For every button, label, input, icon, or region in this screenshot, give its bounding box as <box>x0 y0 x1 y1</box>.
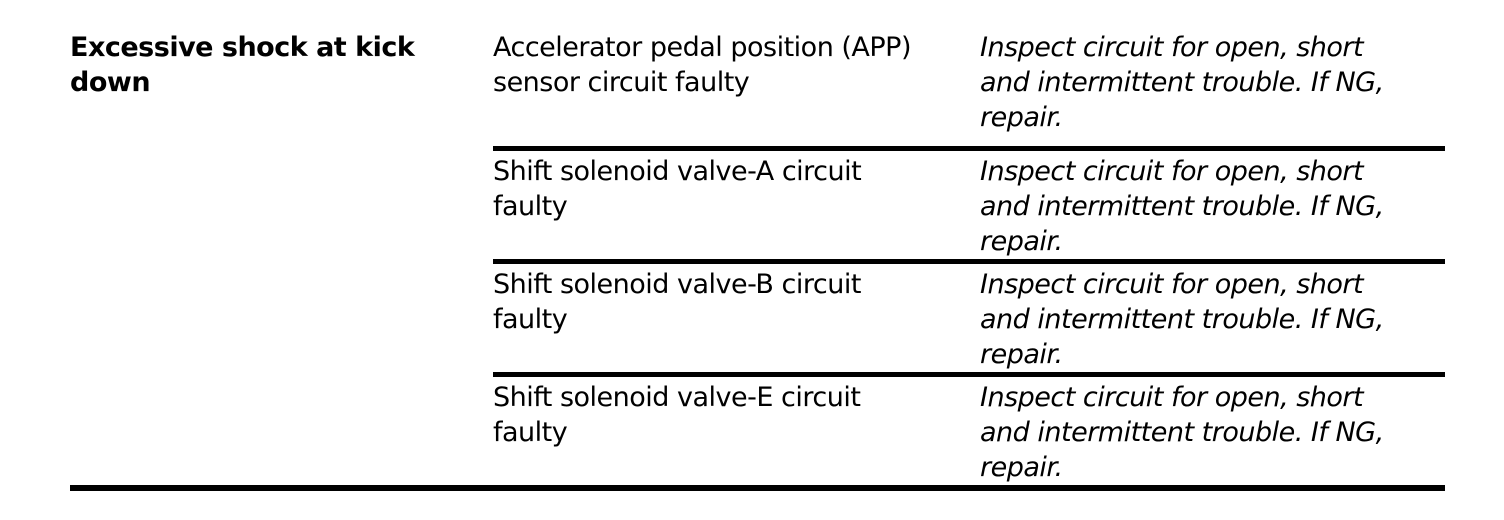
cause-cell: Shift solenoid valve-E circuit faulty <box>493 371 980 488</box>
table-row: Shift solenoid valve-E circuit faulty In… <box>70 371 1445 488</box>
table-body: Excessive shock at kick down Accelerator… <box>70 30 1445 488</box>
action-cell: Inspect circuit for open, short and inte… <box>980 371 1445 488</box>
symptom-cell: Excessive shock at kick down <box>70 32 415 98</box>
table-row: Shift solenoid valve-B circuit faulty In… <box>70 258 1445 374</box>
cause-cell: Accelerator pedal position (APP) sensor … <box>493 32 912 98</box>
action-cell: Inspect circuit for open, short and inte… <box>980 32 1384 133</box>
action-cell: Inspect circuit for open, short and inte… <box>980 258 1445 374</box>
table-row: Shift solenoid valve-A circuit faulty In… <box>70 145 1445 261</box>
action-cell: Inspect circuit for open, short and inte… <box>980 145 1445 261</box>
table-row: Excessive shock at kick down Accelerator… <box>70 30 1445 148</box>
cause-cell: Shift solenoid valve-B circuit faulty <box>493 258 980 374</box>
cause-cell: Shift solenoid valve-A circuit faulty <box>493 145 980 261</box>
troubleshooting-table: Excessive shock at kick down Accelerator… <box>70 30 1445 491</box>
